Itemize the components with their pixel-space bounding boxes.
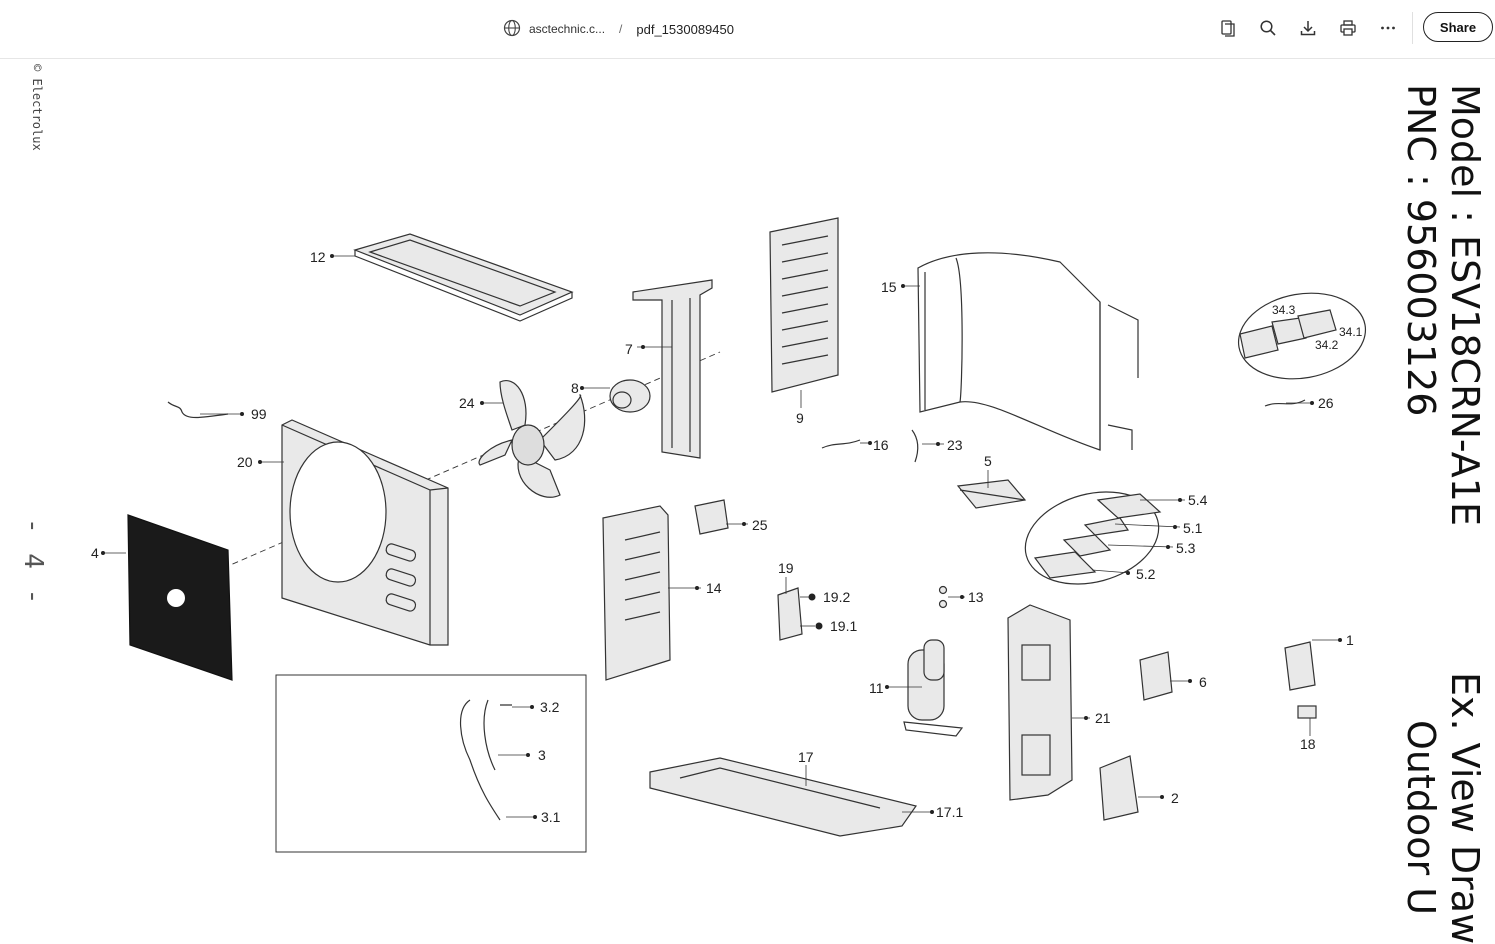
label-5: 5: [984, 453, 992, 469]
part-15-condenser: [917, 252, 1139, 451]
label-19-1: 19.1: [830, 618, 857, 634]
breadcrumb-separator: /: [619, 22, 623, 36]
download-icon[interactable]: [1288, 14, 1328, 42]
label-8: 8: [571, 380, 579, 396]
part-5-4: [1096, 493, 1162, 519]
label-4: 4: [91, 545, 99, 561]
part-9-side-panel: [769, 217, 839, 393]
part-5-1: [1083, 517, 1130, 536]
search-icon[interactable]: [1248, 14, 1288, 42]
part-3-piping: [459, 699, 512, 821]
toolbar-divider: [1412, 12, 1413, 44]
document-title: pdf_1530089450: [636, 21, 734, 37]
part-19-terminal: [777, 587, 803, 641]
print-icon[interactable]: [1328, 14, 1368, 42]
part-6-part: [1139, 651, 1173, 701]
detail-5-ellipse: [1024, 491, 1160, 585]
more-icon[interactable]: [1368, 14, 1408, 42]
label-5-3: 5.3: [1176, 540, 1196, 556]
leader-dots: [101, 254, 1342, 819]
part-18-terminal: [1297, 705, 1317, 719]
label-14: 14: [706, 580, 722, 596]
label-7: 7: [625, 341, 633, 357]
label-2: 2: [1171, 790, 1179, 806]
label-5-4: 5.4: [1188, 492, 1208, 508]
label-26: 26: [1318, 395, 1334, 411]
part-5-3: [1062, 534, 1112, 557]
part-labels: 12 99 20 4 24 8 7 9 15 16 23 5 5.4 5.1 5…: [91, 249, 1363, 825]
part-20-front-panel: [281, 419, 449, 646]
label-16: 16: [873, 437, 889, 453]
label-5-1: 5.1: [1183, 520, 1203, 536]
part-5-2: [1033, 551, 1097, 579]
label-6: 6: [1199, 674, 1207, 690]
label-19-2: 19.2: [823, 589, 850, 605]
part-16-sensor: [821, 439, 861, 449]
part-34-3: [1239, 325, 1279, 359]
detail-3-box: [275, 674, 587, 853]
part-21-valve-plate: [1007, 604, 1073, 801]
label-5-2: 5.2: [1136, 566, 1156, 582]
part-99-cable: [167, 401, 229, 419]
part-8-motor: [609, 379, 651, 413]
label-34-2: 34.2: [1315, 338, 1339, 352]
viewer-toolbar: asctechnic.c... / pdf_1530089450 Share: [0, 0, 1495, 59]
label-20: 20: [237, 454, 253, 470]
leader-lines: [103, 255, 1340, 818]
label-11: 11: [869, 680, 884, 696]
part-1-bracket: [1284, 641, 1316, 691]
label-9: 9: [796, 410, 804, 426]
label-21: 21: [1095, 710, 1111, 726]
part-7-motor-bracket: [632, 279, 713, 459]
label-1: 1: [1346, 632, 1354, 648]
share-button[interactable]: Share: [1423, 12, 1493, 42]
label-99: 99: [251, 406, 267, 422]
pages-icon[interactable]: [1208, 14, 1248, 42]
label-19: 19: [778, 560, 794, 576]
part-25-reactor: [694, 499, 729, 535]
part-23-pipe: [911, 429, 919, 463]
label-17: 17: [798, 749, 814, 765]
label-34-3: 34.3: [1272, 303, 1296, 317]
label-17-1: 17.1: [936, 804, 963, 820]
label-23: 23: [947, 437, 963, 453]
part-14-partition: [602, 505, 671, 681]
detail-34-ellipse: [1237, 292, 1367, 380]
label-24: 24: [459, 395, 475, 411]
globe-icon: [503, 19, 521, 40]
label-3-2: 3.2: [540, 699, 560, 715]
part-26-sensor: [1264, 399, 1306, 407]
label-12: 12: [310, 249, 326, 265]
label-25: 25: [752, 517, 768, 533]
label-13: 13: [968, 589, 984, 605]
label-15: 15: [881, 279, 897, 295]
label-3-1: 3.1: [541, 809, 561, 825]
assembly-axis: [149, 351, 721, 601]
part-2-cover: [1099, 755, 1139, 821]
part-24-fan: [478, 380, 586, 498]
part-4-grille: [127, 514, 233, 681]
part-17-base-pan: [649, 757, 917, 837]
site-link[interactable]: asctechnic.c...: [529, 22, 606, 36]
label-18: 18: [1300, 736, 1316, 752]
breadcrumb: asctechnic.c... / pdf_1530089450: [503, 19, 734, 39]
label-34-1: 34.1: [1339, 325, 1363, 339]
label-3: 3: [538, 747, 546, 763]
part-11-compressor: [903, 639, 964, 737]
part-5-control-box: [956, 479, 1027, 509]
exploded-view-drawing: 12 99 20 4 24 8 7 9 15 16 23 5 5.4 5.1 5…: [91, 217, 1367, 853]
part-12-top-cover: [353, 233, 574, 322]
part-34-1: [1297, 309, 1337, 339]
part-13-screws: [938, 585, 948, 609]
